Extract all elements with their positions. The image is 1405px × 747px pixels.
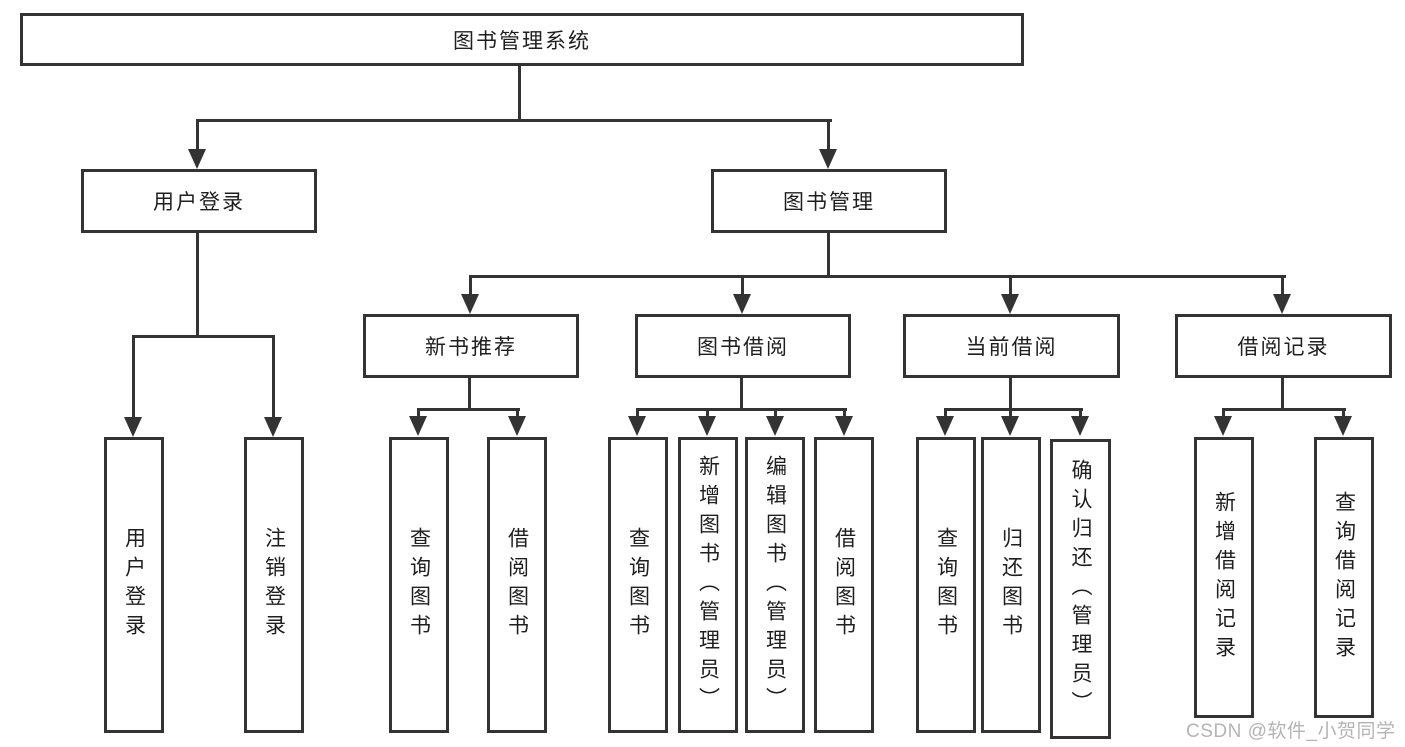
connector-drop (944, 408, 947, 418)
arrow-down-icon (461, 294, 479, 314)
connector-drop-book-mgmt (827, 119, 830, 151)
arrow-down-icon (835, 416, 853, 436)
arrow-down-icon (188, 149, 206, 169)
connector-drop (1222, 408, 1225, 418)
leaf-current-return-book: 归还图书 (981, 437, 1041, 733)
connector-drop (417, 408, 420, 418)
leaf-logout: 注销登录 (244, 437, 304, 733)
arrow-down-icon (1273, 294, 1291, 314)
connector-root-split (196, 119, 832, 122)
connector-drop (1009, 408, 1012, 418)
connector-records-split (1222, 408, 1346, 411)
node-library-management-system: 图书管理系统 (20, 13, 1024, 66)
node-user-login: 用户登录 (81, 169, 317, 233)
connector-drop (1342, 408, 1345, 418)
connector-drop-logout-leaf (272, 335, 275, 417)
arrow-down-icon (124, 417, 142, 437)
connector-user-login-split (132, 335, 275, 338)
node-book-management: 图书管理 (711, 169, 947, 233)
connector-book-mgmt-stem (827, 231, 830, 278)
leaf-user-login: 用户登录 (104, 437, 164, 733)
connector-borrow-stem (740, 376, 743, 411)
arrow-down-icon (1001, 416, 1019, 436)
arrow-down-icon (409, 416, 427, 436)
arrow-down-icon (819, 149, 837, 169)
leaf-borrow-query-book: 查询图书 (608, 437, 668, 733)
connector-new-books-split (417, 408, 520, 411)
csdn-watermark: CSDN @软件_小贺同学 (1186, 721, 1396, 742)
connector-root-stem (518, 64, 521, 121)
arrow-down-icon (766, 416, 784, 436)
connector-user-login-stem (196, 231, 199, 338)
connector-drop (1079, 408, 1082, 418)
connector-book-mgmt-split (469, 275, 1286, 278)
connector-current-split (944, 408, 1083, 411)
connector-drop-borrow (741, 275, 744, 297)
leaf-newbooks-query-book: 查询图书 (389, 437, 449, 733)
connector-drop (516, 408, 519, 418)
arrow-down-icon (508, 416, 526, 436)
arrow-down-icon (936, 416, 954, 436)
leaf-records-add-record: 新增借阅记录 (1194, 437, 1254, 718)
arrow-down-icon (1334, 416, 1352, 436)
connector-drop-new-books (469, 275, 472, 297)
connector-drop (843, 408, 846, 418)
node-borrow-records: 借阅记录 (1175, 314, 1392, 378)
connector-current-stem (1009, 376, 1012, 411)
connector-drop-records (1281, 275, 1284, 297)
leaf-borrow-add-book-admin: 新增图书（管理员） (678, 437, 738, 733)
arrow-down-icon (1071, 416, 1089, 436)
connector-drop-login-leaf (132, 335, 135, 417)
arrow-down-icon (628, 416, 646, 436)
node-current-borrow: 当前借阅 (903, 314, 1120, 378)
arrow-down-icon (698, 416, 716, 436)
connector-drop (636, 408, 639, 418)
connector-drop-current (1009, 275, 1012, 297)
connector-drop-user-login (196, 119, 199, 151)
node-book-borrow: 图书借阅 (635, 314, 851, 378)
leaf-borrow-edit-book-admin: 编辑图书（管理员） (745, 437, 805, 733)
arrow-down-icon (733, 294, 751, 314)
connector-new-books-stem (468, 376, 471, 411)
leaf-records-query-record: 查询借阅记录 (1314, 437, 1374, 718)
node-new-book-recommend: 新书推荐 (363, 314, 579, 378)
arrow-down-icon (1214, 416, 1232, 436)
connector-records-stem (1281, 376, 1284, 411)
leaf-newbooks-borrow-book: 借阅图书 (487, 437, 547, 733)
connector-borrow-split (636, 408, 847, 411)
leaf-borrow-borrow-book: 借阅图书 (814, 437, 874, 733)
connector-drop (706, 408, 709, 418)
arrow-down-icon (1001, 294, 1019, 314)
arrow-down-icon (264, 417, 282, 437)
leaf-current-query-book: 查询图书 (916, 437, 976, 733)
connector-drop (774, 408, 777, 418)
leaf-current-confirm-return-admin: 确认归还（管理员） (1050, 439, 1111, 739)
